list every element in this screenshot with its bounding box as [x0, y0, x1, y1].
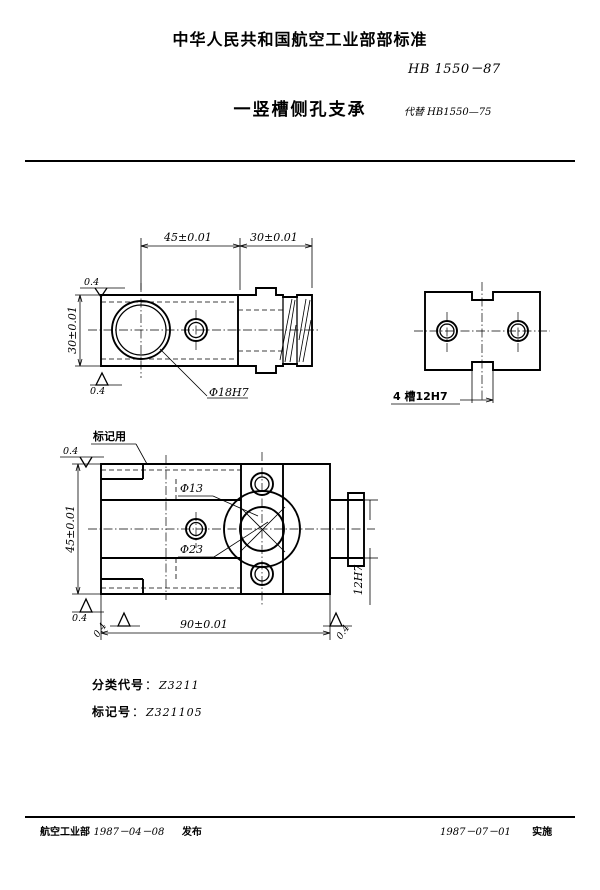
header-divider	[25, 160, 575, 162]
hole-small-label: Φ13	[180, 482, 203, 495]
finish-symbol-plan-lowerleft: 0.4	[91, 611, 140, 640]
document-title: 一竖槽侧孔支承	[233, 100, 367, 120]
side-view: 4 槽12H7	[391, 282, 550, 405]
finish-symbol-plan-topleft: 0.4	[60, 446, 104, 469]
top-view: 45±0.01 30±0.01 30±0.01 0.4 0.4 Φ18H	[66, 231, 320, 399]
classification-code-separator: ：	[145, 678, 158, 692]
marking-note: 标记用	[92, 429, 126, 443]
dim-top-width-left: 45±0.01	[163, 231, 212, 244]
bore-label-top: Φ18H7	[209, 386, 249, 399]
plan-view: 标记用 45±0.01 90±0.01 12H7 Φ13	[60, 429, 378, 642]
mark-number-separator: ：	[132, 705, 145, 719]
dim-slot-depth: 12H7	[352, 565, 365, 596]
footer-divider	[25, 816, 575, 818]
footer-implement-group: 1987－07－01 实施	[440, 823, 552, 838]
footer-publisher-group: 航空工业部 1987－04－08 发布	[40, 823, 202, 838]
classification-block: 分类代号 ： Z3211 标记号 ： Z321105	[92, 676, 203, 730]
footer-publisher: 航空工业部	[40, 827, 90, 838]
classification-code-label: 分类代号	[92, 678, 145, 692]
issuing-organization: 中华人民共和国航空工业部部标准	[172, 30, 428, 49]
finish-plan-bottomleft-value: 0.4	[72, 613, 87, 624]
standard-number: HB 1550－87	[408, 62, 501, 77]
footer-publish-date: 1987－04－08	[93, 827, 165, 838]
footer-publish-label: 发布	[181, 827, 202, 838]
dim-top-width-right: 30±0.01	[250, 231, 298, 244]
classification-code-value: Z3211	[159, 679, 200, 692]
slot-label-side: 4 槽12H7	[393, 389, 448, 403]
finish-top-value: 0.4	[84, 277, 99, 288]
finish-symbol-plan-right: 0.4	[323, 611, 352, 642]
footer-implement-label: 实施	[532, 827, 553, 838]
hole-large-label: Φ23	[180, 543, 203, 556]
mark-number-row: 标记号 ： Z321105	[92, 703, 203, 720]
replaces-note: 代替 HB1550—75	[404, 107, 492, 118]
finish-symbol-plan-bottomleft: 0.4	[72, 597, 104, 624]
mark-number-value: Z321105	[146, 706, 203, 719]
finish-symbol-bottom: 0.4	[90, 371, 122, 397]
dim-plan-length: 90±0.01	[180, 618, 228, 631]
classification-code-row: 分类代号 ： Z3211	[92, 676, 203, 693]
finish-symbol-top: 0.4	[80, 277, 125, 299]
mark-number-label: 标记号	[92, 705, 132, 719]
dim-top-height: 30±0.01	[66, 306, 79, 354]
finish-bottom-value: 0.4	[90, 386, 105, 397]
finish-plan-lowerleft-value: 0.4	[91, 621, 109, 640]
footer-implement-date: 1987－07－01	[440, 827, 511, 838]
finish-plan-topleft-value: 0.4	[63, 446, 78, 457]
dim-plan-height: 45±0.01	[64, 505, 77, 554]
